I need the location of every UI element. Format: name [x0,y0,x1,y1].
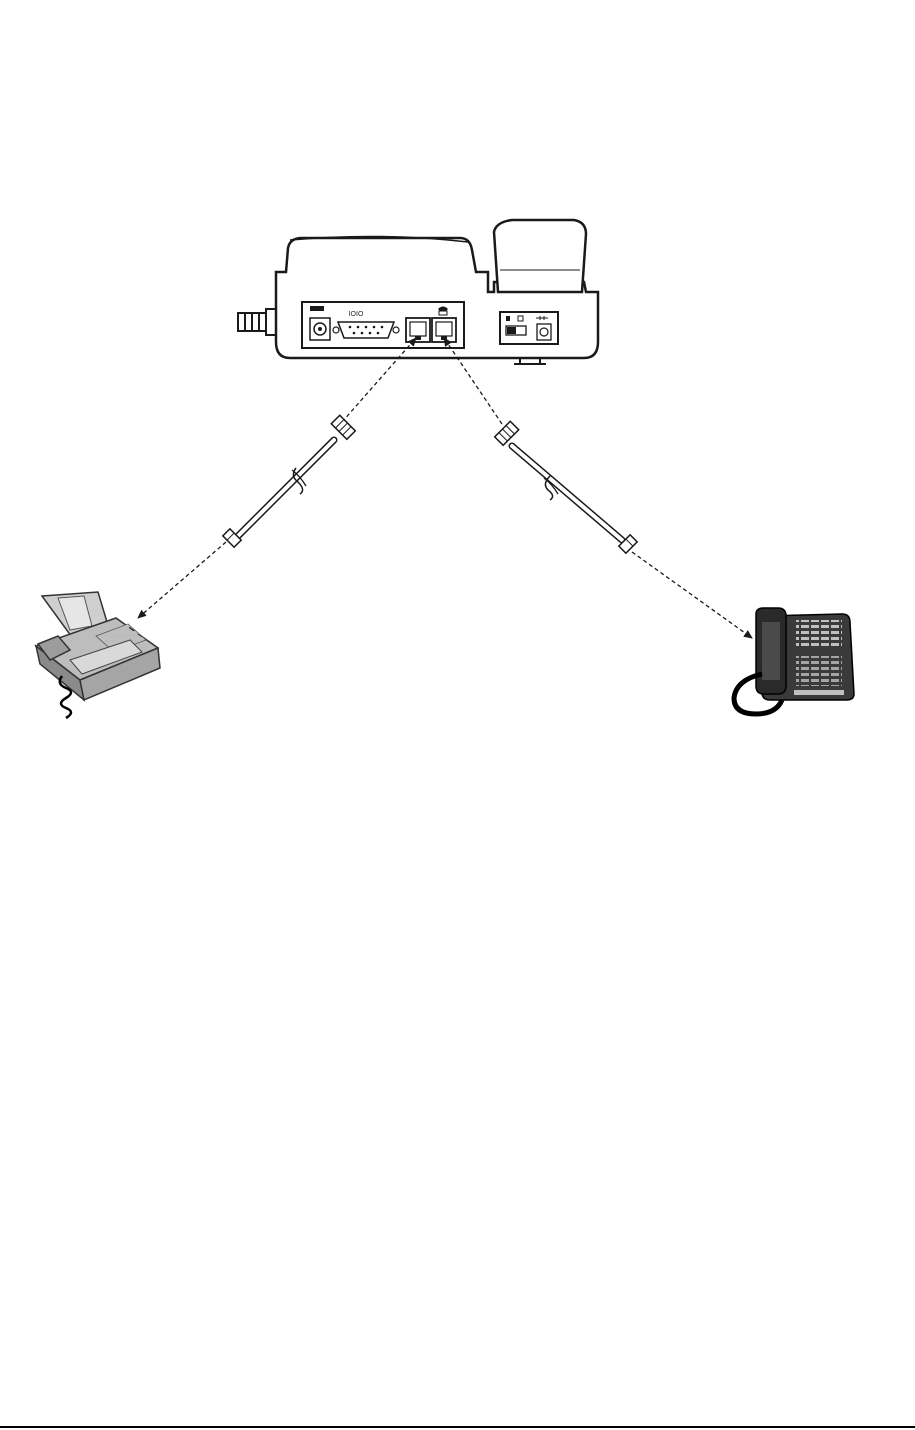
cellular-terminal-icon: IOIO [238,220,598,364]
antenna-connector-icon [238,309,276,335]
desk-telephone-icon [734,608,854,714]
left-rj11-port [406,318,430,342]
fax-connection-line [138,338,416,618]
rj11-cable-right-icon [495,421,638,553]
handset-cradle [494,220,586,292]
right-rj11-port [432,318,456,342]
rj11-cable-left-icon [223,415,356,547]
footer-rule [0,1426,915,1428]
serial-port-label: IOIO [349,311,364,318]
switch-panel [500,312,558,344]
fax-machine-icon [36,592,160,718]
phone-connection-line [444,338,752,638]
